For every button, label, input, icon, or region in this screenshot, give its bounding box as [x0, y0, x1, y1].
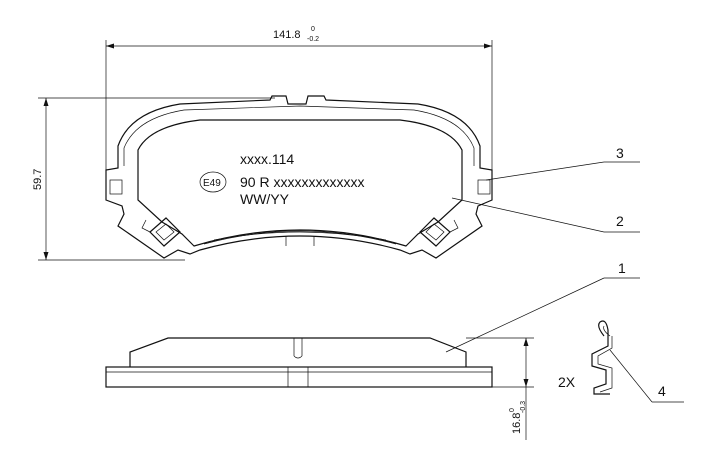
emark-code: E49	[203, 178, 221, 189]
callout-3-label: 3	[616, 145, 624, 161]
spring-clip: 2X	[558, 320, 613, 395]
callout-2-label: 2	[616, 213, 624, 229]
clip-quantity: 2X	[558, 374, 576, 390]
pad-marking: xxxx.114 E49 90 R xxxxxxxxxxxxx WW/YY	[199, 151, 364, 207]
callout-2-leader: 2	[451, 197, 640, 233]
width-tol-lower: -0.2	[307, 36, 319, 43]
width-dimension: 141.8 0 -0.2	[105, 26, 493, 195]
thickness-tol-upper: 0	[509, 408, 516, 412]
thickness-dimension: 16.8 0 -0.3	[466, 337, 534, 440]
height-dimension: 59.7	[32, 97, 275, 261]
emark-circle	[199, 171, 227, 193]
callout-4-leader: 4	[609, 349, 684, 403]
marking-line-3: WW/YY	[240, 191, 290, 207]
callout-4-label: 4	[658, 383, 666, 399]
thickness-nominal: 16.8	[511, 413, 523, 434]
right-clip	[419, 217, 459, 247]
pad-front-view	[105, 95, 493, 259]
callout-1-label: 1	[618, 260, 626, 276]
pad-side-view	[105, 337, 493, 388]
height-nominal: 59.7	[32, 169, 44, 190]
width-tol-upper: 0	[311, 26, 315, 33]
marking-line-1: xxxx.114	[240, 151, 294, 167]
left-clip	[141, 217, 181, 247]
width-nominal: 141.8	[273, 29, 301, 41]
thickness-tol-lower: -0.3	[520, 401, 527, 413]
callout-1-leader: 1	[445, 260, 640, 353]
callout-3-leader: 3	[485, 145, 640, 181]
marking-line-2: 90 R xxxxxxxxxxxxx	[240, 174, 364, 190]
